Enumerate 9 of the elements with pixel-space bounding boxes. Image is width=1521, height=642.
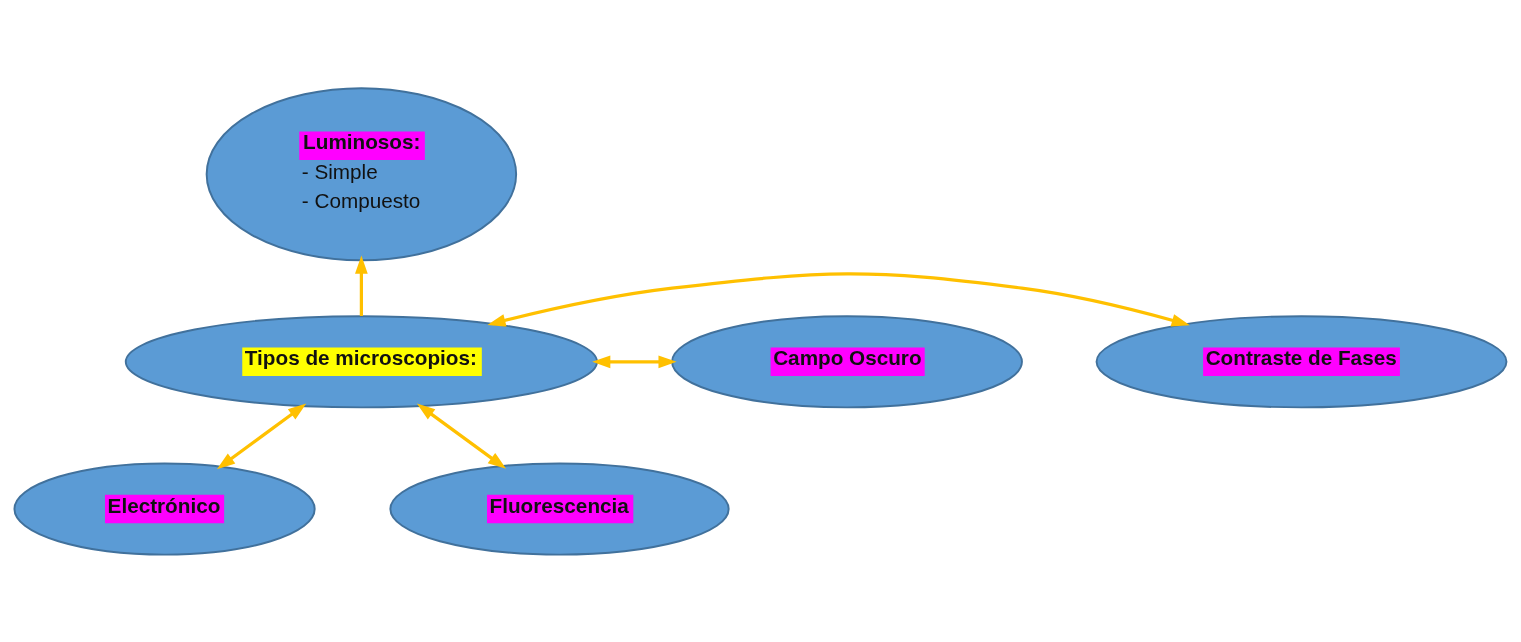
arrow [216,403,307,469]
node-ellipse: Electrónico [13,461,316,556]
node-ellipse: Fluorescencia [389,461,730,556]
arrow [487,271,1190,327]
arrow [355,255,368,316]
node-ellipse: Luminosos: - Simple - Compuesto [205,86,518,261]
node-ellipse: Campo Oscuro [671,314,1023,408]
arrow [592,354,677,368]
arrow [416,403,507,469]
